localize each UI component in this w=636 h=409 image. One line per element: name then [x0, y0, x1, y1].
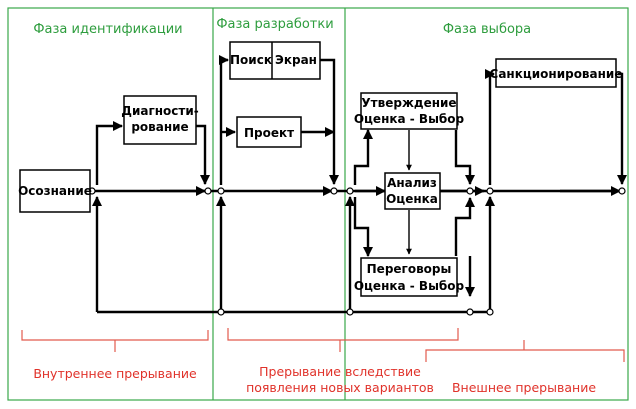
box-sanction: Санкционирование — [490, 58, 623, 88]
phase-title-development: Фаза разработки — [216, 17, 333, 32]
interruption-external-label: Внешнее прерывание — [452, 380, 596, 395]
diagnosis-label-line1: Диагности- — [121, 104, 198, 118]
junction-node — [466, 187, 474, 195]
flow-lines — [91, 54, 628, 314]
outer-frame — [7, 7, 629, 401]
negotiation-label-line2: Оценка - Выбор — [354, 279, 465, 293]
junction-node — [346, 187, 354, 195]
junction-node — [346, 308, 354, 316]
negotiation-loop-up — [454, 196, 476, 256]
junction-node — [466, 308, 474, 316]
awareness-label: Осознание — [18, 184, 92, 198]
screen-label: Экран — [275, 53, 317, 67]
junction-node — [618, 187, 626, 195]
approval-loop-up — [353, 128, 374, 185]
interruption-internal-label: Внутреннее прерывание — [33, 366, 197, 381]
interruption-new-options-line1: Прерывание вследствие — [259, 364, 421, 379]
junction-node — [486, 187, 494, 195]
box-awareness: Осознание — [18, 169, 92, 213]
interruption-new-options-line2: появления новых вариантов — [246, 380, 434, 395]
negotiation-loop-down — [353, 197, 374, 258]
diagnosis-label-line2: рование — [131, 120, 188, 134]
search-label: Поиск — [230, 53, 272, 67]
junction-node — [217, 308, 225, 316]
phase-title-selection: Фаза выбора — [443, 22, 531, 37]
design-label: Проект — [244, 126, 294, 140]
approval-loop-down — [454, 130, 476, 186]
box-design: Проект — [236, 116, 302, 148]
box-negotiation: Переговоры Оценка - Выбор — [354, 257, 465, 297]
box-approval: Утверждение Оценка - Выбор — [354, 92, 465, 130]
junction-node — [330, 187, 338, 195]
box-diagnosis: Диагности- рование — [121, 95, 199, 145]
search-loop-down — [318, 58, 340, 186]
phase-frames — [7, 7, 629, 401]
analysis-label-line1: Анализ — [387, 176, 437, 190]
junctions — [88, 187, 626, 316]
diagnosis-loop-up — [95, 120, 124, 185]
interruption-brackets — [21, 328, 625, 362]
box-analysis: Анализ Оценка — [384, 172, 441, 210]
sanction-loop-up — [484, 68, 496, 185]
bracket-external — [425, 349, 625, 362]
junction-node — [217, 187, 225, 195]
bracket-new-options — [227, 328, 459, 341]
search-loop-up — [218, 54, 230, 185]
box-search-screen: Поиск Экран — [229, 41, 321, 80]
junction-node — [486, 308, 494, 316]
junction-node — [204, 187, 212, 195]
negotiation-label-line1: Переговоры — [367, 262, 452, 276]
bracket-internal — [21, 330, 209, 341]
phase-title-identification: Фаза идентификации — [33, 22, 182, 37]
analysis-label-line2: Оценка — [386, 192, 438, 206]
approval-label-line2: Оценка - Выбор — [354, 112, 465, 126]
diagnosis-loop-down — [196, 124, 211, 186]
approval-label-line1: Утверждение — [361, 96, 456, 110]
sanction-loop-down — [616, 72, 628, 186]
sanction-label: Санкционирование — [490, 67, 623, 81]
